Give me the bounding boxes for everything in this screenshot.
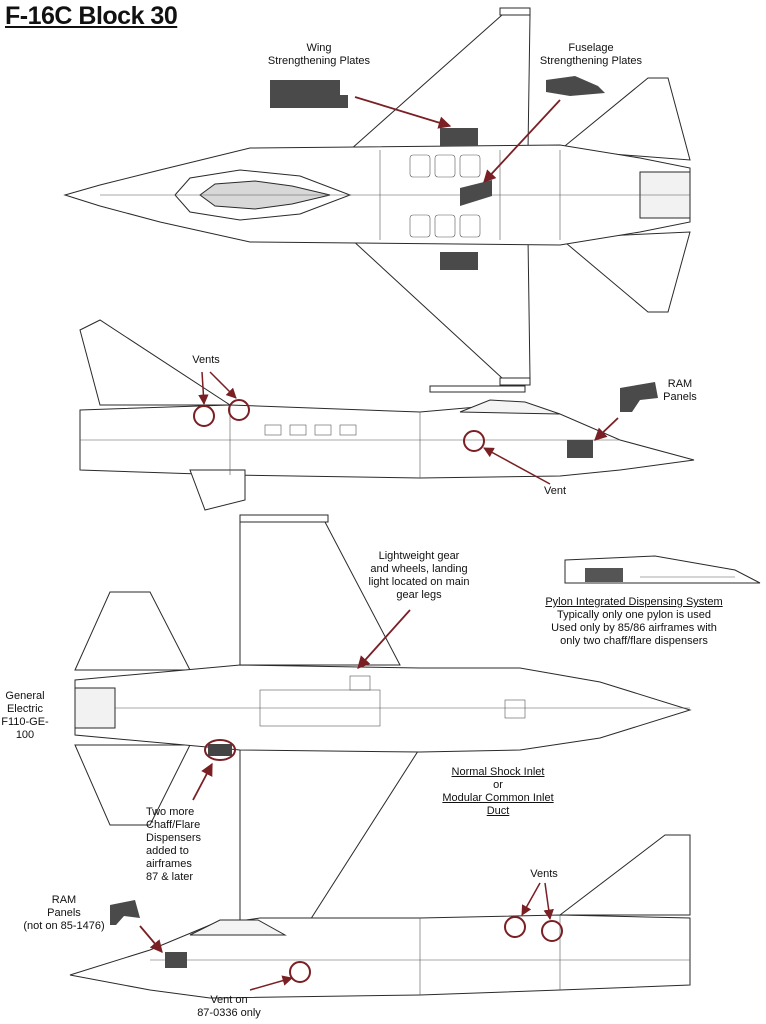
wing-plate-sample: [270, 80, 348, 108]
side-view-2: [69, 834, 691, 999]
pylon-illustration: [564, 555, 761, 584]
vent-callout-6: [289, 961, 311, 983]
top-view-lower-tail: [558, 231, 691, 313]
vent-callout-3: [463, 430, 485, 452]
vent-callout-2: [228, 399, 250, 421]
top-view-upper-tail: [558, 77, 691, 161]
side-view-2-canopy: [189, 919, 287, 936]
side-view-1-ventral: [189, 469, 246, 511]
side-view-1-fuselage: [79, 404, 695, 479]
ram-panel-sample-bottom: [110, 900, 140, 925]
top-view: [63, 7, 691, 386]
side-view-1: [79, 319, 695, 511]
vent-callout-4: [504, 916, 526, 938]
vent-label-side: Vent: [543, 485, 567, 497]
side-view-2-fin: [558, 834, 691, 916]
vent-callout-5: [541, 920, 563, 942]
side-view-1-canopy: [459, 399, 561, 415]
page-title: F-16C Block 30: [5, 2, 178, 30]
chaff-callout: [204, 739, 236, 761]
bottom-view-lower-tail: [74, 744, 191, 826]
vent-callout-1: [193, 405, 215, 427]
ram-panel-sample-top: [620, 382, 658, 412]
vents-label-top: Vents: [192, 354, 220, 366]
side-view-2-fuselage: [69, 914, 691, 999]
vents-label-bottom: Vents: [530, 868, 558, 880]
bottom-view: [74, 514, 692, 976]
bottom-view-upper-tail: [74, 591, 191, 671]
bottom-view-fuselage: [74, 664, 692, 753]
fuselage-plate-sample: [546, 76, 605, 96]
